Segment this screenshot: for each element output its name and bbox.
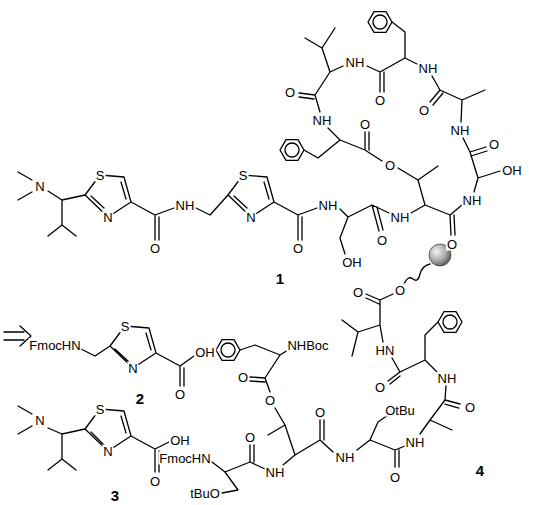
phenyl-ring — [368, 12, 392, 33]
atom-label: O — [394, 284, 406, 297]
atom-label: NH — [418, 62, 439, 75]
atom-label: O — [284, 86, 296, 99]
atom-label: NH — [462, 194, 483, 207]
atom-label: O — [374, 381, 386, 394]
atom-label: NH — [335, 451, 356, 464]
atom-label: NHBoc — [286, 339, 329, 352]
compound-number: 3 — [110, 488, 120, 503]
atom-label: S — [238, 169, 249, 182]
atom-label: O — [446, 238, 458, 251]
atom-label: OH — [194, 346, 216, 359]
bond-lines — [212, 294, 460, 493]
atom-label: N — [102, 211, 113, 224]
atom-label: O — [384, 159, 396, 172]
atom-label: O — [389, 471, 401, 484]
phenyl-ring — [216, 340, 240, 361]
atom-label: NH — [312, 114, 333, 127]
atom-label: S — [95, 169, 106, 182]
atom-label: OtBu — [384, 404, 416, 417]
atom-label: O — [264, 394, 276, 407]
phenyl-ring — [221, 343, 235, 357]
atom-label: O — [464, 401, 476, 414]
atom-label: O — [352, 286, 364, 299]
atom-label: HN — [375, 344, 396, 357]
atom-label: NH — [175, 199, 196, 212]
atom-label: O — [149, 242, 161, 255]
atom-label: O — [237, 371, 249, 384]
atom-label: O — [244, 431, 256, 444]
atom-label: NH — [318, 199, 339, 212]
atom-label: OH — [341, 256, 363, 269]
atom-label: O — [374, 94, 386, 107]
atom-label: O — [314, 406, 326, 419]
atom-label: OH — [169, 434, 191, 447]
compound-number: 1 — [275, 271, 285, 286]
atom-label: NH — [390, 211, 411, 224]
atom-label: O — [359, 118, 371, 131]
retrosynthesis-arrow — [4, 326, 31, 346]
atom-label: O — [376, 234, 388, 247]
resin-linker — [404, 264, 430, 284]
compound-number: 2 — [135, 391, 145, 406]
compound-number: 4 — [475, 463, 485, 478]
atom-label: NH — [405, 436, 426, 449]
phenyl-ring — [280, 140, 304, 161]
atom-label: N — [34, 414, 45, 427]
bond-lines — [79, 326, 194, 386]
atom-label: NH — [345, 56, 366, 69]
atom-label: N — [127, 362, 138, 375]
phenyl-ring — [373, 15, 387, 29]
atom-label: O — [149, 475, 161, 488]
atom-label: O — [174, 388, 186, 401]
atom-label: FmocHN — [28, 339, 81, 352]
atom-label: O — [488, 138, 500, 151]
phenyl-ring — [438, 312, 462, 333]
atom-label: N — [102, 445, 113, 458]
atom-label: NH — [437, 372, 458, 385]
atom-label: O — [418, 104, 430, 117]
bond-lines — [18, 406, 169, 472]
bond-lines — [18, 22, 500, 254]
atom-label: FmocHN — [158, 452, 211, 465]
double-bond-lines — [91, 72, 487, 240]
atom-label: S — [120, 320, 131, 333]
atom-label: O — [292, 242, 304, 255]
atom-label: S — [95, 403, 106, 416]
atom-label: tBuO — [189, 487, 221, 500]
phenyl-ring — [443, 315, 457, 329]
phenyl-ring — [285, 143, 299, 157]
atom-label: OH — [501, 164, 523, 177]
atom-label: NH — [265, 466, 286, 479]
atom-label: N — [245, 211, 256, 224]
atom-label: NH — [450, 124, 471, 137]
atom-label: N — [34, 180, 45, 193]
